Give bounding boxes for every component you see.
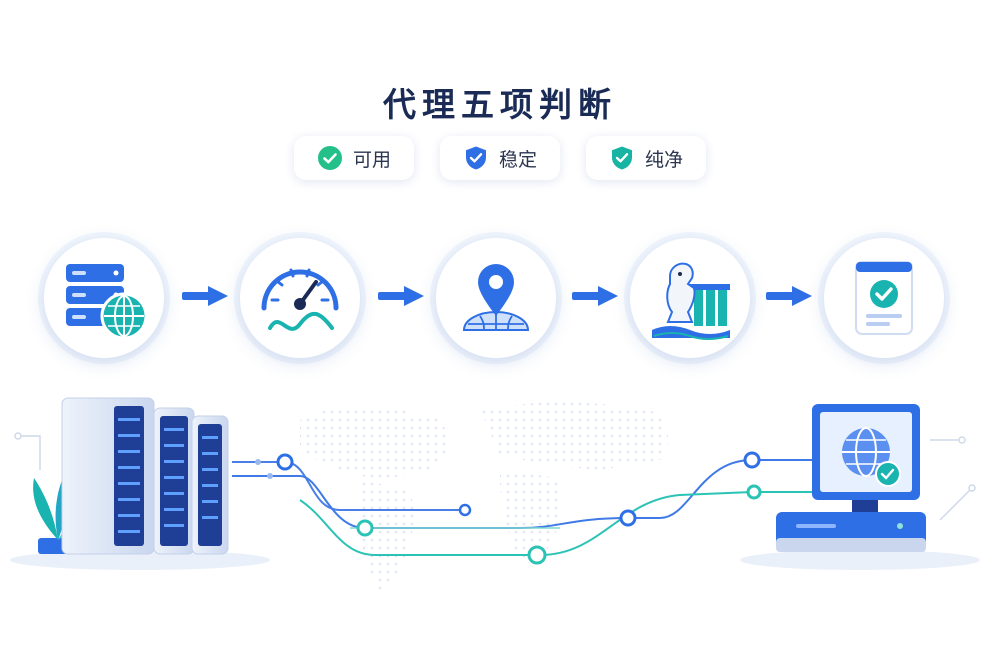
- badge-label: 纯净: [644, 148, 683, 171]
- arrow-icon: [182, 286, 228, 306]
- shield-check-icon: [463, 145, 489, 171]
- badge-available: 可用: [294, 136, 414, 180]
- network-nodes: [255, 451, 762, 565]
- network-scene: [10, 397, 980, 590]
- world-map-decoration: [300, 402, 668, 590]
- badge-stable: 稳定: [440, 136, 560, 180]
- badge-clean: 纯净: [586, 136, 706, 180]
- step-server: [44, 238, 164, 358]
- monitor-globe: [776, 404, 926, 552]
- step-result: [824, 238, 944, 358]
- arrow-icon: [572, 286, 618, 306]
- speedometer-icon: [261, 268, 339, 331]
- step-location: [436, 238, 556, 358]
- page-title: 代理五项判断: [383, 85, 617, 124]
- server-globe-icon: [66, 264, 148, 340]
- merlion-landmark-icon: [652, 262, 730, 340]
- arrow-icon: [378, 286, 424, 306]
- criteria-badges: 可用 稳定 纯净: [0, 136, 1000, 180]
- badge-label: 稳定: [498, 148, 537, 171]
- arrow-icon: [766, 286, 812, 306]
- step-speed: [240, 238, 360, 358]
- shield-check-icon: [609, 145, 635, 171]
- badge-label: 可用: [352, 148, 391, 171]
- location-pin-globe-icon: [462, 264, 530, 331]
- server-racks: [61, 397, 229, 555]
- circuit-decoration: [14, 432, 976, 521]
- step-landmark: [630, 238, 750, 358]
- check-circle-icon: [317, 145, 343, 171]
- checked-document-icon: [855, 261, 913, 335]
